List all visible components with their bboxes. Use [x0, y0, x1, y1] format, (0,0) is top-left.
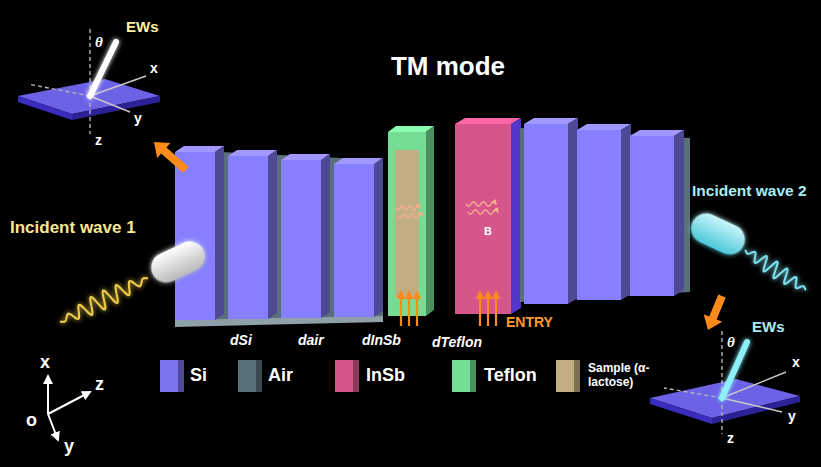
- si-slab-face: [175, 152, 215, 320]
- coordinate-axis: [47, 376, 49, 414]
- wave-squiggle: [396, 206, 420, 210]
- evanescent-beam: [90, 42, 116, 96]
- axis-label: y: [134, 110, 142, 126]
- wave-label: Incident wave 1: [10, 218, 136, 238]
- insb-slab-top: [455, 118, 521, 124]
- source-cylinder: [686, 209, 749, 260]
- evanescent-beam: [722, 342, 747, 398]
- figure-title: TM mode: [391, 52, 505, 82]
- axis-dashed: [664, 388, 722, 398]
- thickness-label: dTeflon: [432, 334, 482, 350]
- axis-label: x: [150, 60, 158, 76]
- wave-label: Incident wave 2: [692, 182, 807, 200]
- legend-swatch: [556, 360, 580, 392]
- si-slab-face: [228, 156, 268, 319]
- field-arrow: [416, 292, 418, 326]
- si-slab-side: [215, 146, 224, 320]
- si-slab-face: [524, 124, 568, 304]
- axis-label: x: [792, 354, 800, 370]
- axis-label: x: [40, 352, 50, 373]
- axis-dashed: [721, 398, 722, 434]
- axis-line: [722, 398, 782, 412]
- si-slab-face: [630, 136, 674, 296]
- si-slab-side: [321, 154, 330, 318]
- legend-swatch: [452, 360, 476, 392]
- axis-label: y: [788, 408, 796, 424]
- panel-edge: [18, 96, 72, 120]
- legend-label: Sample (α-lactose): [588, 362, 660, 390]
- thickness-label: dInSb: [362, 332, 401, 348]
- source-cylinder: [146, 237, 209, 288]
- si-slab-side: [374, 158, 383, 317]
- legend-label: Teflon: [484, 365, 537, 386]
- entry-label: ENTRY: [506, 314, 553, 330]
- axis-dashed: [89, 26, 90, 96]
- legend-swatch: [160, 360, 184, 392]
- wave-squiggle: [468, 210, 498, 214]
- angle-symbol: θ: [727, 334, 735, 351]
- wave-squiggle: [398, 214, 422, 218]
- cylinder-body: [146, 237, 209, 288]
- legend-swatch: [238, 360, 262, 392]
- panel-edge: [72, 96, 160, 120]
- panel-edge: [650, 398, 712, 424]
- axis-label: z: [95, 374, 104, 395]
- si-slab-side: [568, 118, 578, 304]
- field-arrow: [400, 292, 402, 326]
- output-arrow: [154, 142, 189, 173]
- angle-symbol: θ: [95, 34, 103, 51]
- legend-swatch: [335, 360, 359, 392]
- field-arrow: [479, 292, 481, 326]
- wave-squiggle: [466, 202, 496, 206]
- axis-label: y: [64, 436, 74, 457]
- field-arrow: [495, 292, 497, 326]
- thickness-label: dSi: [230, 332, 252, 348]
- coordinate-axis: [48, 414, 58, 440]
- legend-label: InSb: [366, 365, 405, 386]
- beam-label: EWs: [752, 318, 785, 335]
- output-arrow: [704, 294, 726, 330]
- si-slab-face: [577, 130, 621, 300]
- panel-edge: [712, 396, 800, 424]
- si-slab-side: [621, 124, 631, 300]
- incident-wave-signal: [60, 278, 148, 322]
- axis-label: o: [26, 410, 37, 431]
- axis-dashed: [721, 330, 722, 398]
- teflon-slab-face: [388, 132, 426, 316]
- field-label: B: [484, 225, 492, 238]
- field-arrow: [408, 292, 410, 326]
- thickness-label: dair: [298, 332, 324, 348]
- legend-label: Air: [268, 365, 293, 386]
- coordinate-axis: [48, 392, 90, 414]
- beam-label: EWs: [126, 18, 159, 35]
- insb-slab-face: [455, 124, 511, 314]
- teflon-slab-side: [426, 126, 434, 316]
- si-slab-face: [281, 160, 321, 318]
- teflon-slab-top: [388, 126, 434, 132]
- field-arrow: [487, 292, 489, 326]
- si-slab-face: [334, 164, 374, 317]
- axis-dashed: [28, 84, 90, 96]
- axis-dashed: [89, 96, 90, 134]
- axis-label: z: [727, 430, 734, 446]
- legend-label: Si: [190, 365, 207, 386]
- si-slab-side: [674, 130, 684, 296]
- insb-slab-side: [511, 118, 521, 314]
- lactose-sample: [395, 150, 419, 298]
- axis-label: z: [95, 132, 102, 148]
- cylinder-body: [686, 209, 749, 260]
- si-slab-side: [268, 150, 277, 319]
- axis-line: [90, 96, 130, 112]
- incident-wave-signal: [745, 250, 806, 290]
